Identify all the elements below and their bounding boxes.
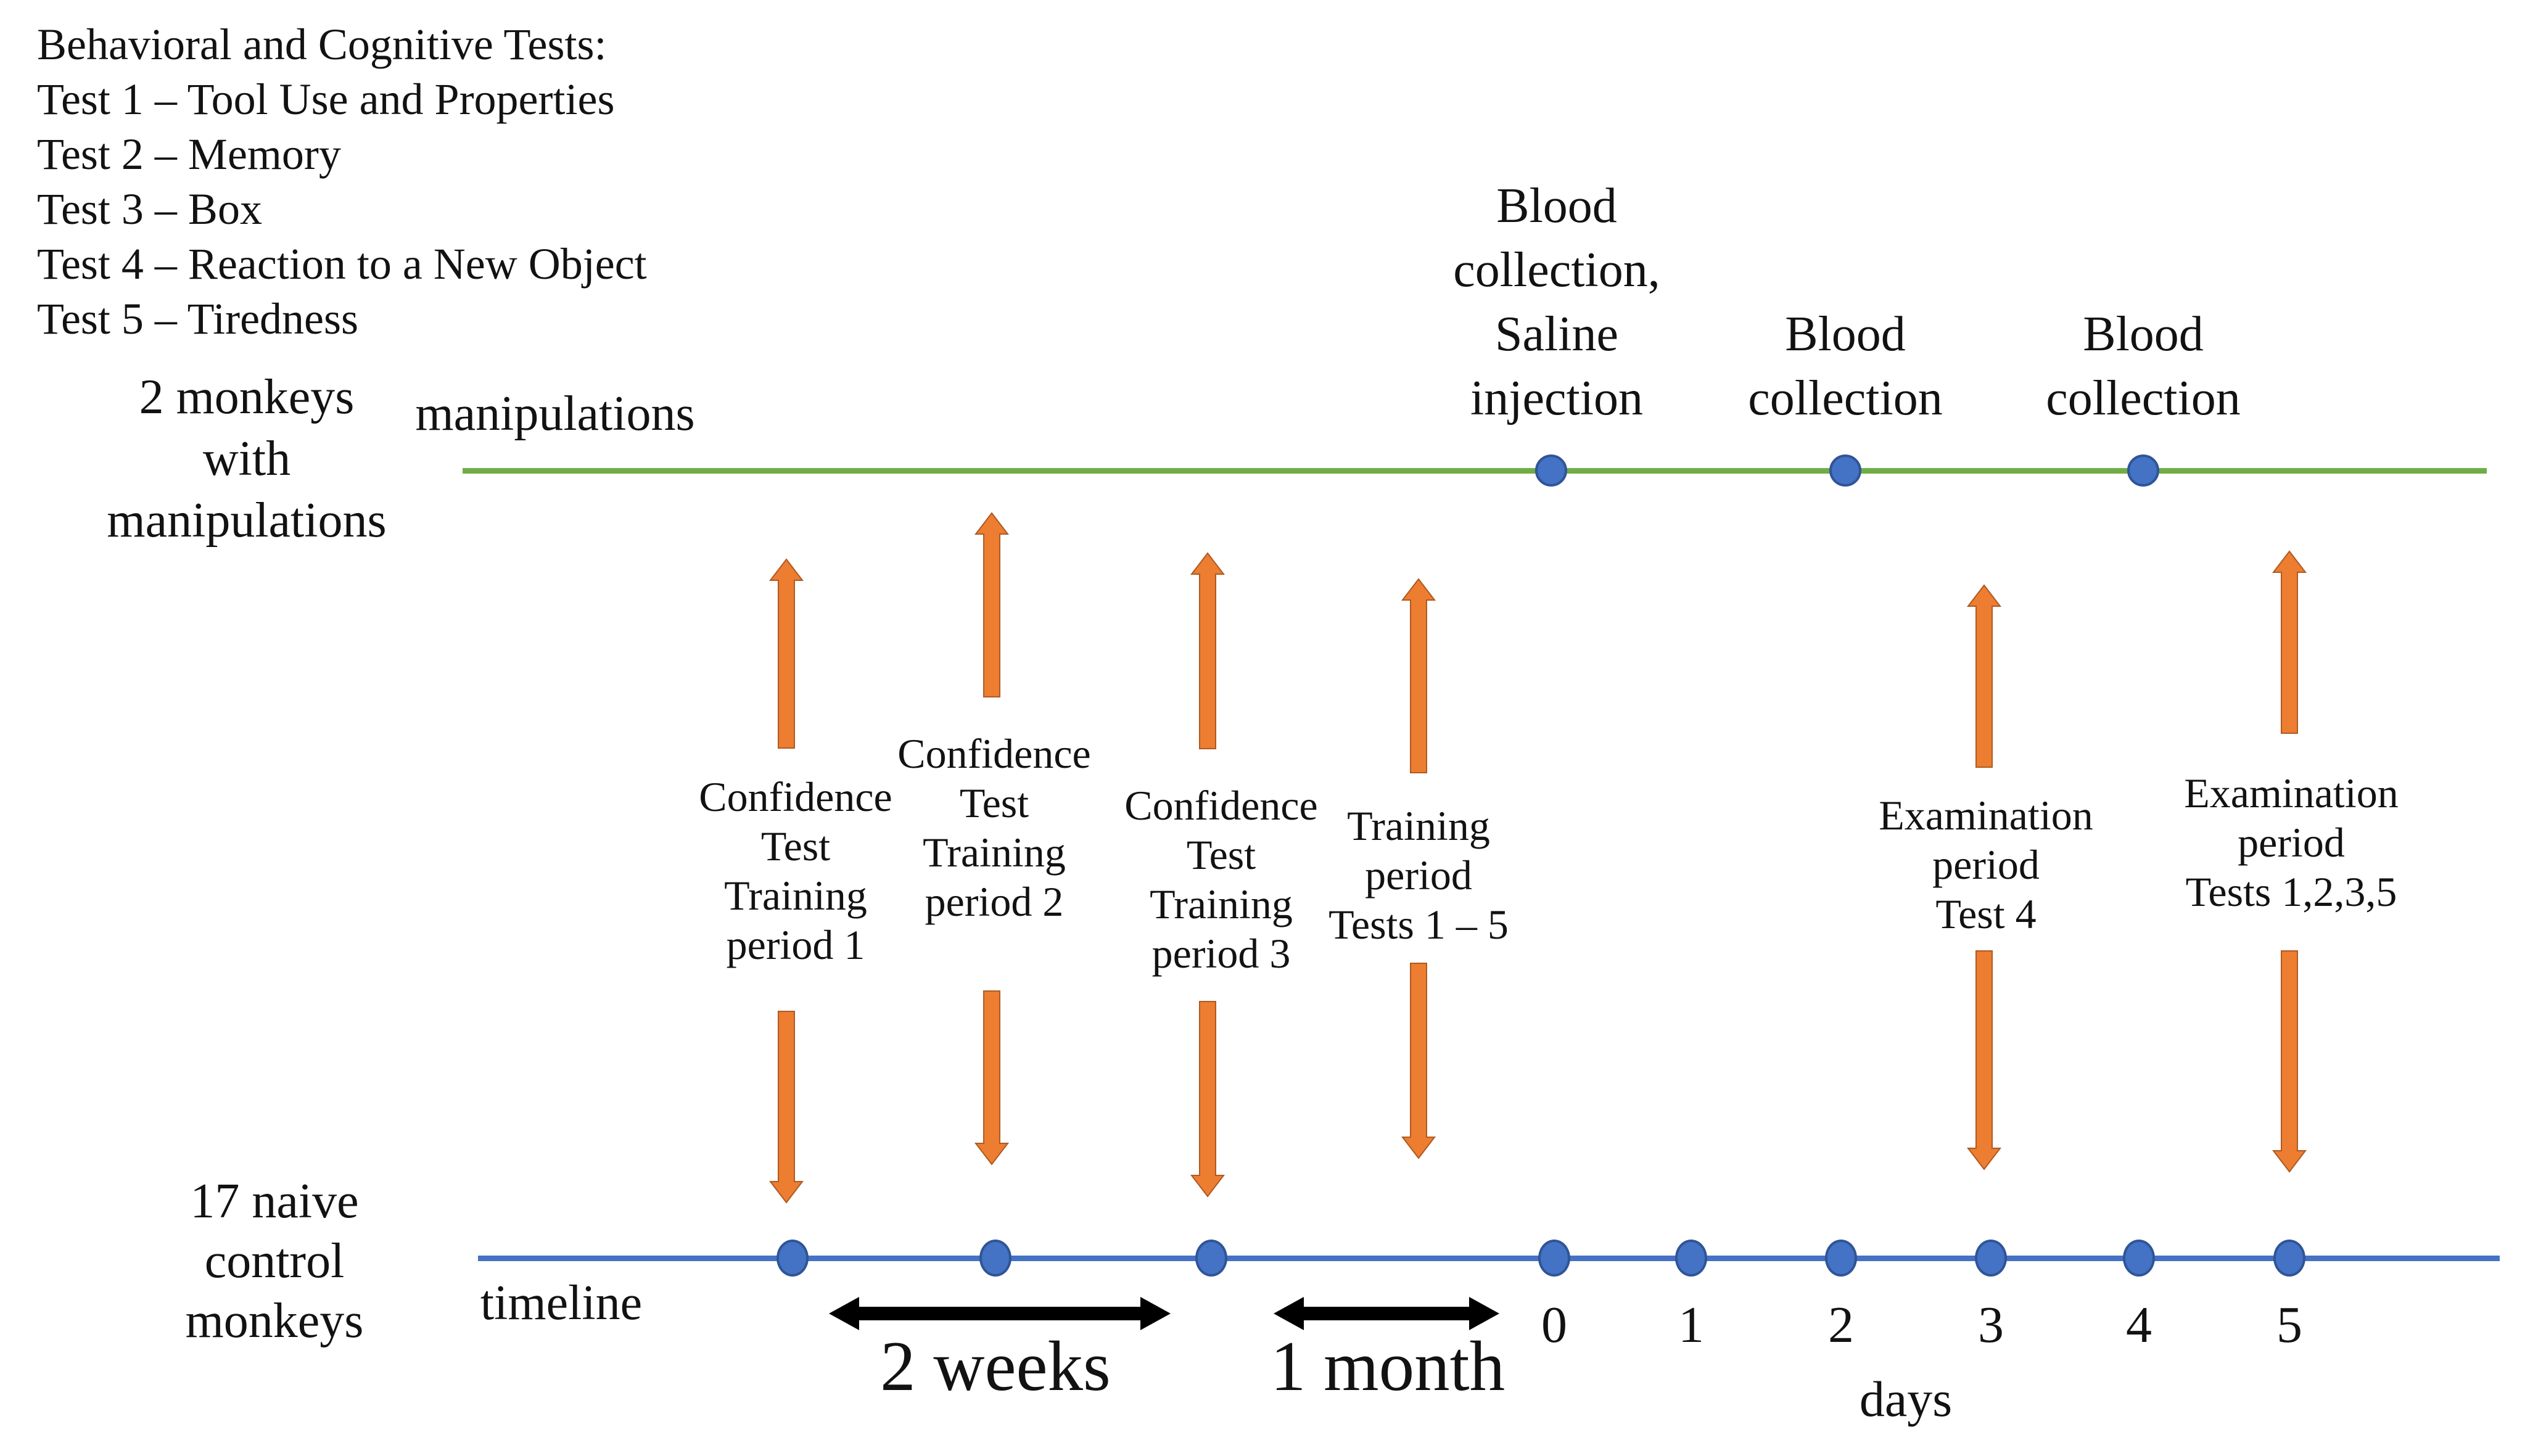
track-label-timeline: timeline xyxy=(480,1276,643,1330)
legend-item-2: Test 2 – Memory xyxy=(37,130,341,179)
double-headed-arrow-icon xyxy=(829,1297,1171,1330)
legend-item-3: Test 3 – Box xyxy=(37,184,262,234)
days-axis-label: days xyxy=(1859,1371,1953,1427)
day-tick-label-1: 1 xyxy=(1678,1296,1704,1354)
down-arrow-icon xyxy=(2272,950,2307,1173)
timeline-dot-day-5 xyxy=(2273,1240,2305,1277)
timeline-dot-day-3 xyxy=(1975,1240,2007,1277)
legend-item-5: Test 5 – Tiredness xyxy=(37,294,359,343)
duration-label-2-weeks: 2 weeks xyxy=(880,1327,1111,1405)
group-label-manipulated: 2 monkeys with manipulations xyxy=(107,370,387,548)
timeline-dot-training-1 xyxy=(776,1240,809,1277)
event-label-2: Blood collection xyxy=(1748,307,1943,426)
legend-item-1: Test 1 – Tool Use and Properties xyxy=(37,75,615,124)
up-arrow-icon xyxy=(974,512,1010,697)
timeline-dot-day-4 xyxy=(2123,1240,2155,1277)
timeline-dot-day-0 xyxy=(1538,1240,1570,1277)
event-label-3: Blood collection xyxy=(2046,307,2241,426)
up-arrow-icon xyxy=(1966,584,2002,768)
day-tick-label-0: 0 xyxy=(1541,1296,1567,1354)
legend-item-4: Test 4 – Reaction to a New Object xyxy=(37,239,647,289)
period-label-3: Confidence Test Training period 3 xyxy=(1124,782,1318,977)
control-timeline-line xyxy=(478,1256,2500,1261)
tests-legend: Behavioral and Cognitive Tests: Test 1 –… xyxy=(37,17,647,347)
duration-label-1-month: 1 month xyxy=(1270,1327,1506,1405)
period-label-5: Examination period Test 4 xyxy=(1879,792,2093,937)
timeline-dot-day-1 xyxy=(1675,1240,1707,1277)
up-arrow-icon xyxy=(1401,578,1436,773)
event-dot-1 xyxy=(1535,454,1567,487)
up-arrow-icon xyxy=(768,558,804,749)
down-arrow-icon xyxy=(974,990,1010,1166)
track-label-manipulations: manipulations xyxy=(415,387,695,441)
timeline-dot-training-2 xyxy=(979,1240,1011,1277)
period-label-1: Confidence Test Training period 1 xyxy=(699,773,892,968)
period-label-4: Training period Tests 1 – 5 xyxy=(1328,802,1509,948)
down-arrow-icon xyxy=(1190,1001,1225,1198)
up-arrow-icon xyxy=(2272,550,2307,734)
day-tick-label-3: 3 xyxy=(1978,1296,2004,1354)
group-label-control: 17 naive control monkeys xyxy=(185,1174,364,1348)
day-tick-label-2: 2 xyxy=(1828,1296,1854,1354)
day-tick-label-4: 4 xyxy=(2126,1296,2152,1354)
down-arrow-icon xyxy=(1401,963,1436,1159)
up-arrow-icon xyxy=(1190,552,1225,749)
day-tick-label-5: 5 xyxy=(2276,1296,2302,1354)
event-label-1: Blood collection, Saline injection xyxy=(1453,179,1660,426)
down-arrow-icon xyxy=(1966,950,2002,1170)
double-headed-arrow-icon xyxy=(1274,1297,1499,1330)
timeline-dot-day-2 xyxy=(1825,1240,1857,1277)
legend-title: Behavioral and Cognitive Tests: xyxy=(37,20,607,69)
event-dot-3 xyxy=(2127,454,2159,487)
period-label-6: Examination period Tests 1,2,3,5 xyxy=(2184,770,2399,915)
timeline-dot-training-3 xyxy=(1195,1240,1227,1277)
event-dot-2 xyxy=(1829,454,1861,487)
down-arrow-icon xyxy=(768,1011,804,1204)
period-label-2: Confidence Test Training period 2 xyxy=(897,730,1091,925)
manipulations-timeline-line xyxy=(463,468,2487,474)
